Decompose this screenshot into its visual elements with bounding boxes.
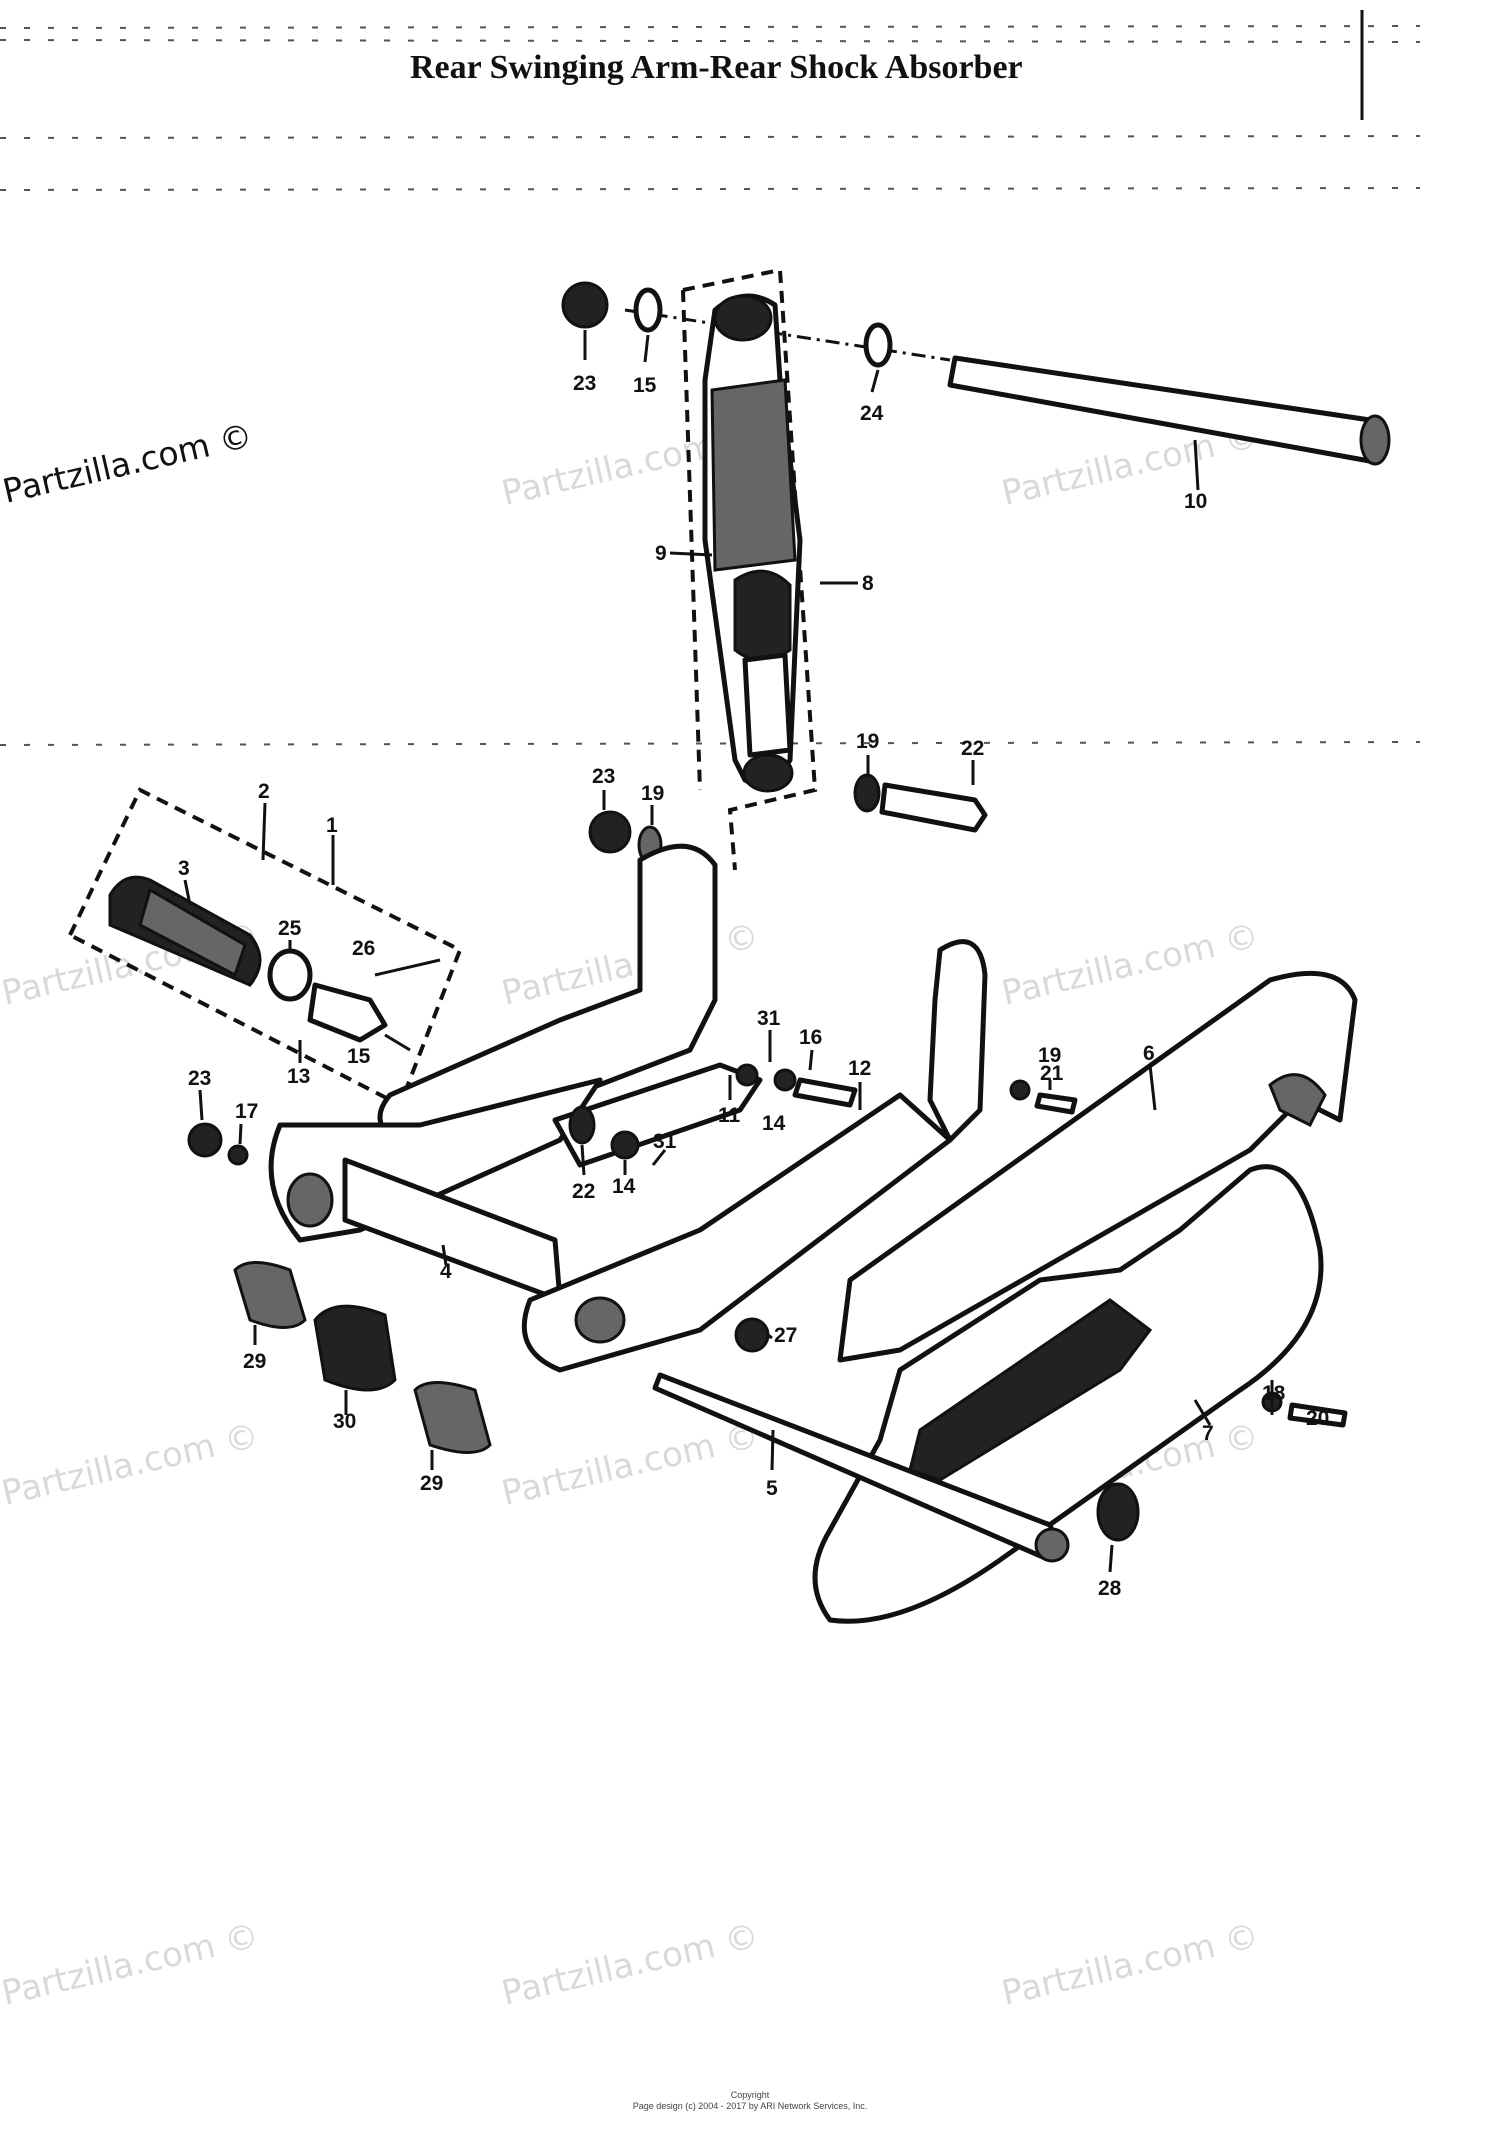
callout-label: 31 — [757, 1007, 781, 1030]
callout-label: 30 — [333, 1410, 356, 1433]
watermark: Partzilla.com © — [498, 1916, 763, 2014]
callout-label: 24 — [860, 402, 884, 425]
callout-label: 6 — [1143, 1042, 1155, 1065]
callout-label: 29 — [420, 1472, 443, 1495]
callout-label: 28 — [1098, 1577, 1122, 1600]
callout-label: 14 — [612, 1175, 636, 1198]
callout-label: 11 — [718, 1104, 741, 1127]
callout-label: 15 — [633, 374, 657, 397]
callout-label: 19 — [641, 782, 664, 805]
callout-label: 25 — [278, 917, 302, 940]
callout-label: 12 — [848, 1057, 871, 1080]
shock-absorber-assembly — [561, 267, 1391, 871]
watermark: Partzilla.com © — [998, 1916, 1263, 2014]
swinging-arm — [187, 843, 1078, 1373]
brand-watermark: Partzilla.com © — [0, 416, 256, 511]
callout-label: 23 — [188, 1067, 211, 1090]
callout-labels: 23 15 24 10 9 8 19 22 23 19 2 1 3 25 26 … — [178, 372, 1329, 1600]
callout-label: 19 — [1038, 1044, 1061, 1067]
footer-copyright: Copyright — [731, 2090, 770, 2100]
callout-label: 16 — [799, 1026, 822, 1049]
callout-label: 7 — [1202, 1422, 1214, 1445]
callout-label: 10 — [1184, 490, 1207, 513]
callout-label: 22 — [572, 1180, 595, 1203]
chain-case — [233, 970, 1358, 1624]
callout-label: 2 — [258, 780, 270, 803]
callout-label: 21 — [1040, 1062, 1064, 1085]
callout-label: 31 — [653, 1130, 677, 1153]
callout-label: 26 — [352, 937, 375, 960]
callout-label: 23 — [573, 372, 596, 395]
callout-label: 19 — [856, 730, 879, 753]
callout-label: 29 — [243, 1350, 266, 1373]
callout-label: 3 — [178, 857, 190, 880]
callout-label: 4 — [440, 1260, 452, 1283]
footer-page-design: Page design (c) 2004 - 2017 by ARI Netwo… — [633, 2101, 868, 2111]
callout-label: 15 — [347, 1045, 371, 1068]
watermark: Partzilla.com © — [0, 1916, 263, 2014]
callout-label: 18 — [1262, 1382, 1286, 1405]
pivot-bushing-subassembly — [67, 787, 463, 1108]
callout-label: 13 — [287, 1065, 310, 1088]
callout-label: 9 — [655, 542, 667, 565]
scan-noise — [0, 10, 1421, 746]
callout-label: 27 — [774, 1324, 797, 1347]
callout-label: 22 — [961, 737, 984, 760]
watermark: Partzilla.com © — [498, 1416, 763, 1514]
diagram-title: Rear Swinging Arm-Rear Shock Absorber — [410, 49, 1023, 86]
callout-label: 14 — [762, 1112, 786, 1135]
callout-label: 5 — [766, 1477, 778, 1500]
callout-leader-lines — [183, 330, 1274, 1573]
watermark: Partzilla.com © — [0, 1416, 263, 1514]
callout-label: 20 — [1306, 1407, 1329, 1430]
callout-label: 1 — [326, 814, 338, 837]
callout-label: 17 — [235, 1100, 258, 1123]
watermark: Partzilla.com © — [998, 916, 1263, 1014]
callout-label: 23 — [592, 765, 615, 788]
callout-label: 8 — [862, 572, 874, 595]
